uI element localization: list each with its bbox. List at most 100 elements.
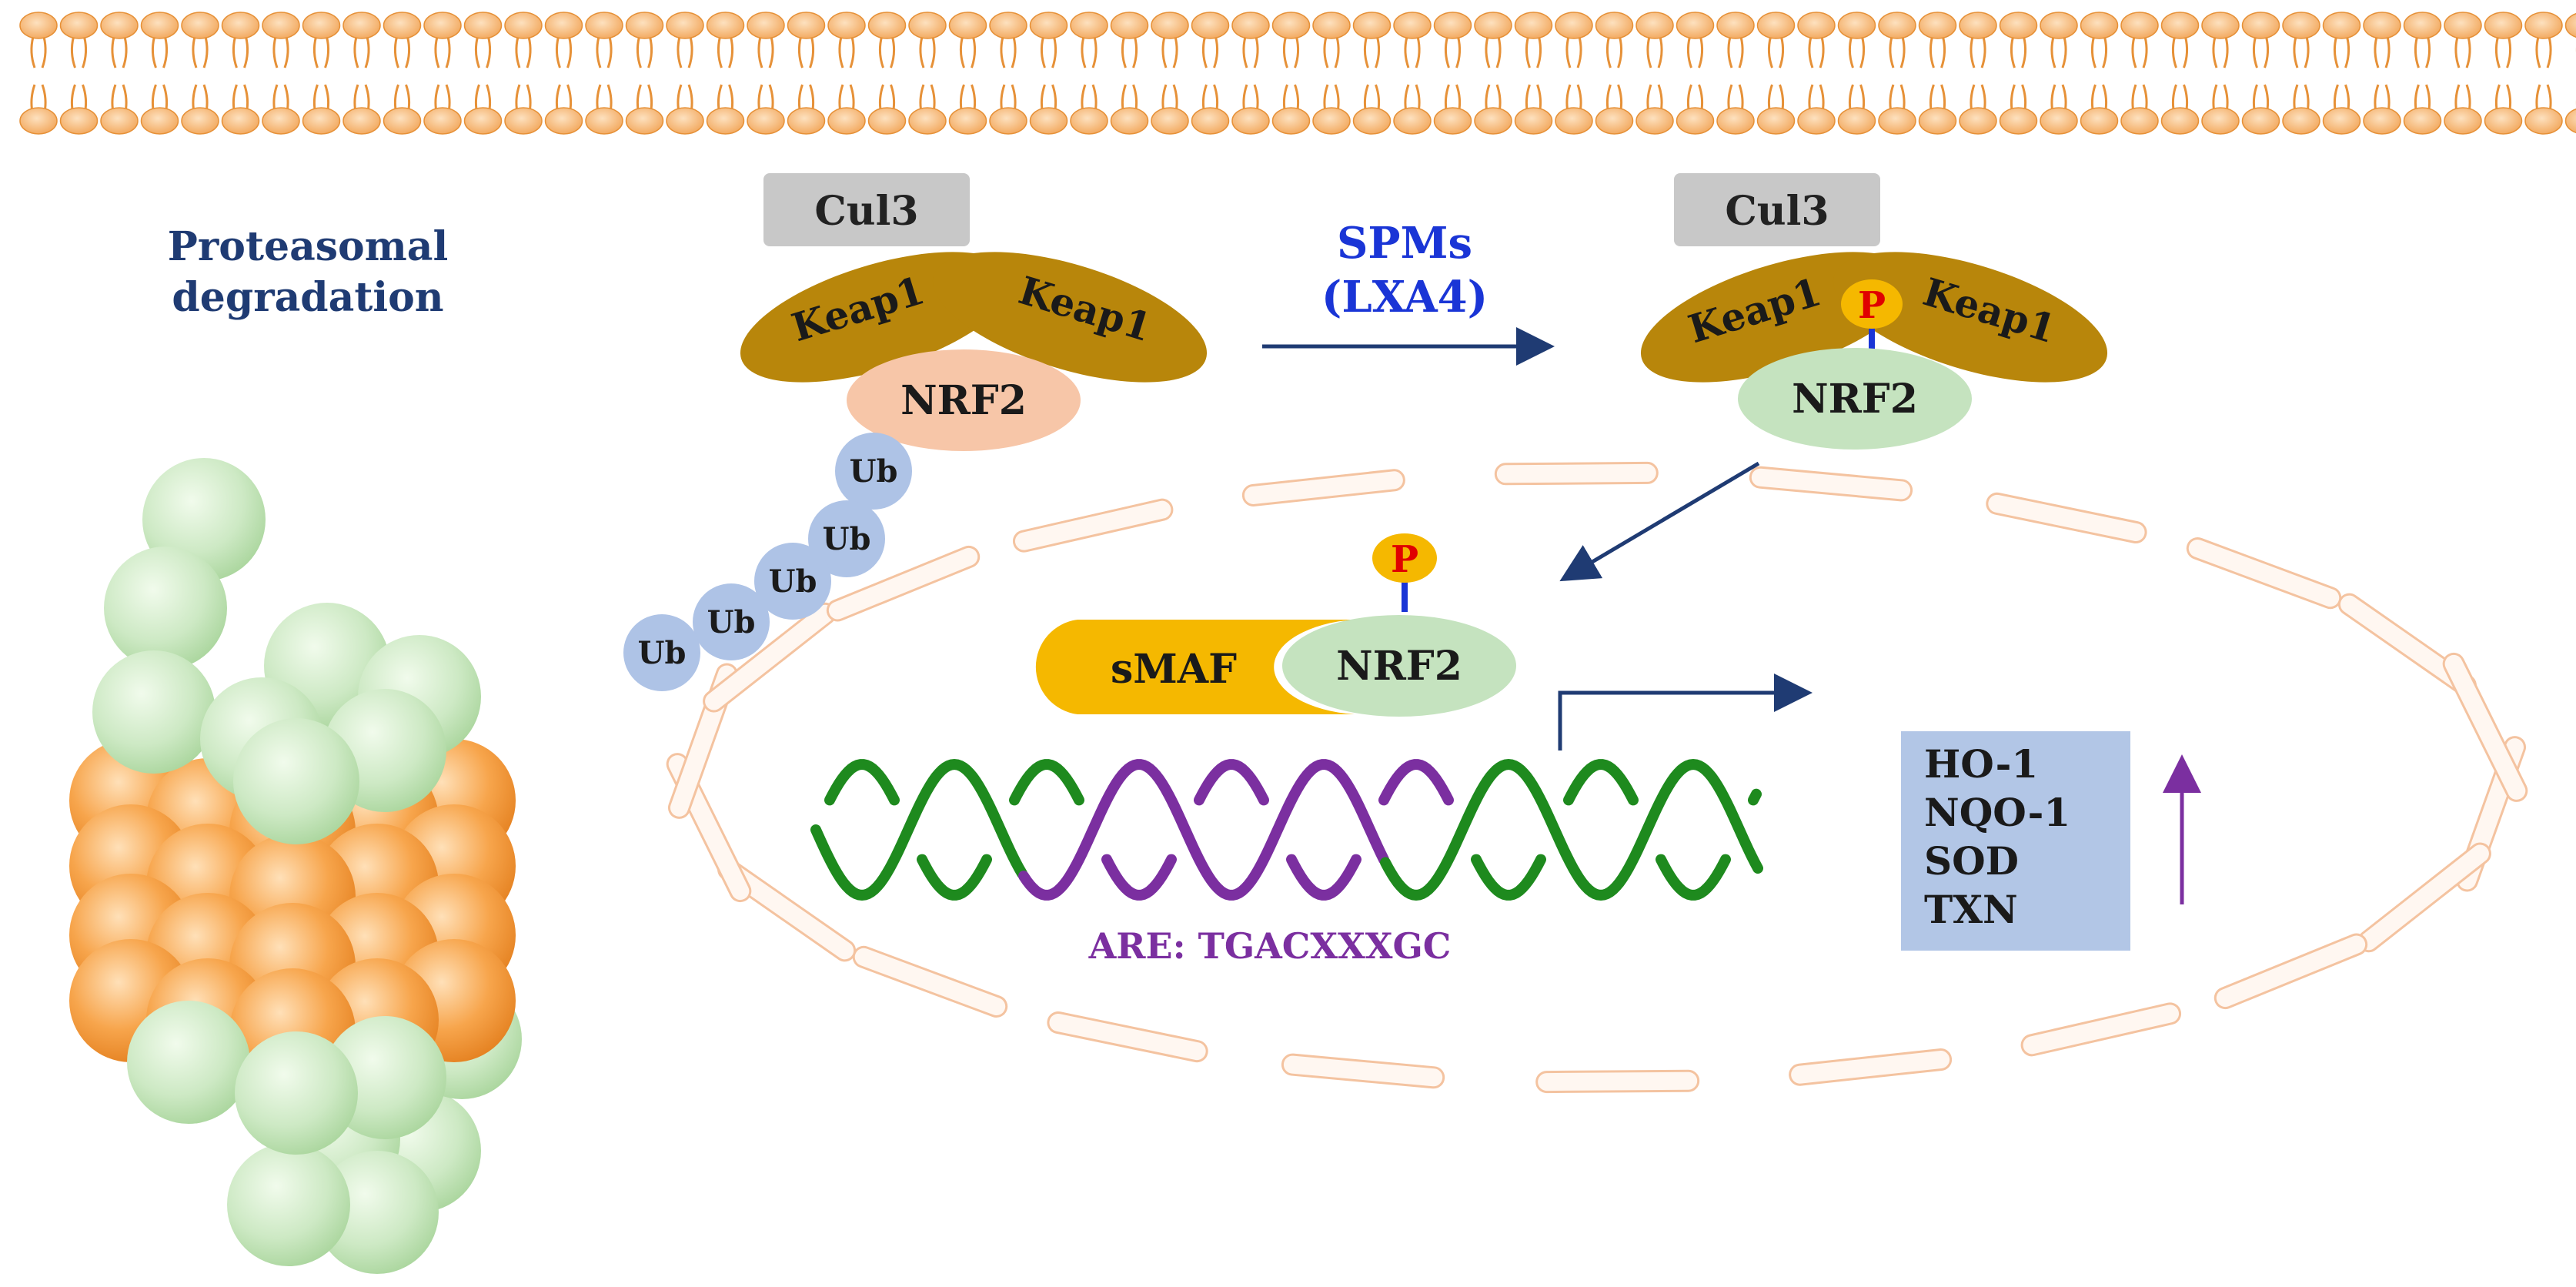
- lipid-molecule: [1676, 12, 1715, 135]
- cell-membrane: [19, 12, 2576, 135]
- svg-text:Ub: Ub: [638, 635, 687, 671]
- lipid-molecule: [2282, 12, 2320, 135]
- keap1-dimer-left: Keap1 Keap1: [740, 252, 1208, 383]
- nuclear-pore-segment: [1241, 469, 1405, 506]
- nrf2-degrading: NRF2: [847, 349, 1081, 451]
- nuclear-pore-segment: [666, 753, 752, 903]
- lipid-molecule: [2120, 12, 2159, 135]
- svg-text:NRF2: NRF2: [900, 377, 1027, 424]
- lipid-molecule: [1514, 12, 1553, 135]
- cul3-box-right: Cul3: [1674, 173, 1880, 246]
- ubiquitin: Ub: [754, 543, 831, 620]
- dna-helix: [810, 758, 1763, 901]
- lipid-molecule: [908, 12, 947, 135]
- gene-label-txn: TXN: [1924, 887, 2018, 932]
- lipid-molecule: [383, 12, 422, 135]
- svg-text:sMAF: sMAF: [1111, 646, 1237, 693]
- svg-text:P: P: [1858, 284, 1886, 327]
- lipid-molecule: [1352, 12, 1392, 135]
- ubiquitin: Ub: [693, 583, 770, 660]
- lipid-molecule: [181, 12, 219, 135]
- proteasome-subunit-green: [104, 547, 227, 670]
- phospho-group-cytosolic: P: [1841, 279, 1903, 354]
- svg-text:Ub: Ub: [769, 563, 817, 600]
- lipid-molecule: [59, 12, 99, 135]
- nrf2-released: NRF2: [1738, 348, 1972, 450]
- lipid-molecule: [1312, 12, 1351, 135]
- proteasome: [69, 458, 522, 1274]
- nuclear-pore-segment: [1789, 1048, 1953, 1086]
- ubiquitin: Ub: [808, 500, 885, 577]
- lipid-molecule: [423, 12, 462, 135]
- lipid-molecule: [1271, 12, 1311, 135]
- lipid-molecule: [2080, 12, 2119, 135]
- lipid-molecule: [706, 12, 745, 135]
- lipid-molecule: [1433, 12, 1472, 135]
- proteasome-subunit-green: [127, 1001, 250, 1124]
- target-genes-box: HO-1 NQO-1 SOD TXN: [1901, 731, 2130, 951]
- svg-text:P: P: [1391, 538, 1418, 581]
- lipid-molecule: [1635, 12, 1674, 135]
- lipid-molecule: [1029, 12, 1068, 135]
- lipid-molecule: [625, 12, 664, 135]
- lipid-molecule: [2241, 12, 2280, 135]
- lipid-molecule: [2403, 12, 2442, 135]
- lipid-molecule: [1797, 12, 1836, 135]
- svg-text:Cul3: Cul3: [814, 188, 918, 235]
- gene-label-nqo1: NQO-1: [1924, 790, 2070, 835]
- proteasome-subunit-green: [316, 1151, 439, 1274]
- lipid-molecule: [2322, 12, 2361, 135]
- lipid-molecule: [787, 12, 826, 135]
- lipid-molecule: [2444, 12, 2482, 135]
- gene-label-sod: SOD: [1924, 838, 2019, 884]
- nuclear-pore-segment: [852, 945, 1008, 1018]
- smaf-protein: sMAF: [1035, 620, 1355, 714]
- svg-text:Ub: Ub: [850, 453, 898, 490]
- svg-text:Ub: Ub: [707, 604, 756, 640]
- lipid-molecule: [747, 12, 785, 135]
- lipid-molecule: [1555, 12, 1593, 135]
- nuclear-pore-segment: [2442, 652, 2528, 802]
- lipid-molecule: [19, 12, 58, 135]
- lipid-molecule: [585, 12, 623, 135]
- lipid-molecule: [1070, 12, 1108, 135]
- lipid-molecule: [463, 12, 503, 135]
- lipid-molecule: [2363, 12, 2401, 135]
- lipid-molecule: [2564, 12, 2576, 134]
- nrf2-nuclear: NRF2: [1282, 615, 1516, 717]
- nucleus-envelope: [666, 461, 2528, 1094]
- keap1-dimer-right: Keap1 Keap1: [1640, 252, 2108, 383]
- svg-text:Cul3: Cul3: [1725, 188, 1829, 235]
- cul3-box-left: Cul3: [763, 173, 970, 246]
- svg-text:NRF2: NRF2: [1792, 376, 1918, 423]
- lipid-molecule: [1716, 12, 1755, 135]
- spms-label-line2: (LXA4): [1321, 272, 1488, 323]
- lipid-molecule: [1231, 12, 1270, 135]
- proteasome-subunit-green: [233, 718, 359, 844]
- lipid-molecule: [1595, 12, 1634, 135]
- svg-text:Ub: Ub: [823, 521, 871, 557]
- proteasome-label-line1: Proteasomal: [168, 223, 448, 270]
- nuclear-pore-segment: [2186, 537, 2342, 610]
- nuclear-pore-segment: [1012, 498, 1174, 553]
- ubiquitin: Ub: [835, 433, 912, 510]
- lipid-molecule: [1474, 12, 1512, 135]
- nuclear-pore-segment: [1749, 466, 1913, 502]
- nuclear-pore-segment: [1047, 1011, 1208, 1063]
- translocation-arrow: [1559, 461, 1760, 582]
- lipid-molecule: [1393, 12, 1432, 135]
- lipid-molecule: [1151, 12, 1189, 135]
- lipid-molecule: [1999, 12, 2038, 135]
- lipid-molecule: [1959, 12, 1997, 135]
- lipid-molecule: [1918, 12, 1957, 135]
- lipid-molecule: [262, 12, 300, 135]
- proteasome-subunit-green: [235, 1031, 358, 1155]
- lipid-molecule: [100, 12, 139, 135]
- svg-text:NRF2: NRF2: [1336, 643, 1462, 690]
- nuclear-pore-segment: [1494, 461, 1659, 486]
- nuclear-pore-segment: [2357, 842, 2491, 953]
- lipid-molecule: [504, 12, 543, 135]
- lipid-molecule: [2484, 12, 2523, 135]
